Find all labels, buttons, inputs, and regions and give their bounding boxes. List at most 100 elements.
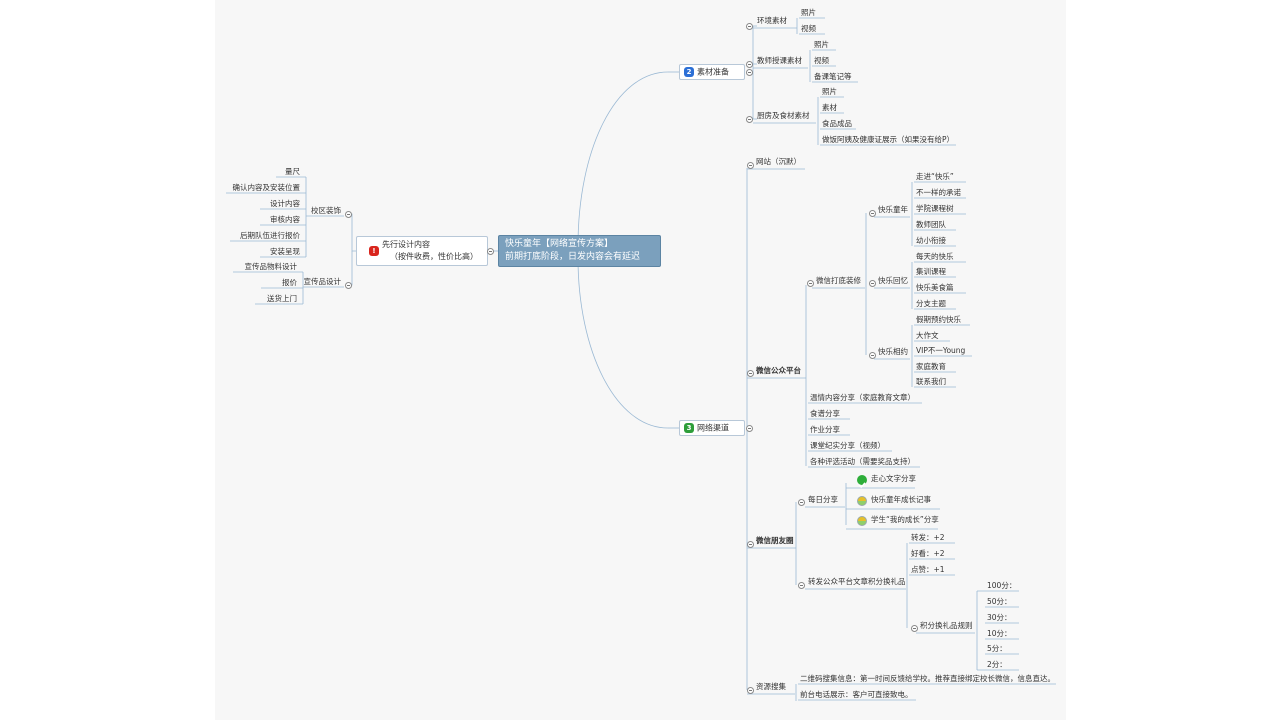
central-topic[interactable]: 快乐童年【网络宣传方案】前期打底阶段，日发内容会有延迟 xyxy=(498,235,661,267)
collapse-toggle-icon[interactable] xyxy=(745,60,753,68)
happy-childhood-item[interactable]: 学院课程树 xyxy=(916,204,954,213)
priority-badge-icon: 3 xyxy=(684,423,694,433)
gift-rule-item[interactable]: 50分： xyxy=(987,597,1012,606)
happy-meet-item[interactable]: 假期预约快乐 xyxy=(916,315,961,324)
teacher-item[interactable]: 照片 xyxy=(814,40,829,49)
collapse-toggle-icon[interactable] xyxy=(746,369,754,377)
env-item[interactable]: 照片 xyxy=(801,8,816,17)
teacher-item[interactable]: 备课笔记等 xyxy=(814,72,852,81)
check-icon xyxy=(857,475,867,489)
priority-badge-icon: 2 xyxy=(684,67,694,77)
central-subtitle: 前期打底阶段，日发内容会有延迟 xyxy=(505,252,641,262)
score-item[interactable]: 点赞：+1 xyxy=(911,565,945,574)
kitchen-item[interactable]: 照片 xyxy=(822,87,837,96)
left-main-subtitle: （按件收费，性价比高） xyxy=(390,252,478,261)
gift-rule-item[interactable]: 30分： xyxy=(987,613,1012,622)
collapse-toggle-icon[interactable] xyxy=(746,540,754,548)
forward-points-node[interactable]: 转发公众平台文章积分换礼品 xyxy=(808,577,906,586)
mindmap-canvas xyxy=(215,0,1066,720)
resource-item[interactable]: 前台电话展示：客户可直接致电。 xyxy=(800,690,913,699)
kitchen-materials-node[interactable]: 厨房及食材素材 xyxy=(757,111,810,120)
campus-item[interactable]: 设计内容 xyxy=(270,199,300,208)
teacher-materials-node[interactable]: 教师授课素材 xyxy=(757,56,802,65)
campus-item[interactable]: 确认内容及安装位置 xyxy=(232,183,301,192)
collapse-toggle-icon[interactable] xyxy=(745,68,753,76)
happy-childhood-item[interactable]: 走进“快乐” xyxy=(916,172,954,181)
daily-share-node[interactable]: 每日分享 xyxy=(808,495,838,504)
collapse-toggle-icon[interactable] xyxy=(344,210,352,218)
campus-item[interactable]: 后期队伍进行报价 xyxy=(240,231,300,240)
collapse-toggle-icon[interactable] xyxy=(797,581,805,589)
wechat-content-item[interactable]: 作业分享 xyxy=(810,425,840,434)
gift-rule-item[interactable]: 5分： xyxy=(987,644,1007,653)
wechat-official-node[interactable]: 微信公众平台 xyxy=(756,366,801,375)
daily-share-item[interactable]: 走心文字分享 xyxy=(871,474,916,483)
promo-item[interactable]: 宣传品物料设计 xyxy=(244,262,298,271)
resource-collection-node[interactable]: 资源搜集 xyxy=(756,682,786,691)
gift-rules-node[interactable]: 积分换礼品规则 xyxy=(920,621,973,630)
collapse-toggle-icon[interactable] xyxy=(806,279,814,287)
wechat-build-node[interactable]: 微信打底装修 xyxy=(816,276,861,285)
happy-childhood-item[interactable]: 不一样的承诺 xyxy=(916,188,961,197)
website-node[interactable]: 网站（沉默） xyxy=(756,157,801,166)
collapse-toggle-icon[interactable] xyxy=(868,351,876,359)
happy-memory-item[interactable]: 每天的快乐 xyxy=(916,252,954,261)
happy-memory-item[interactable]: 分支主题 xyxy=(916,299,946,308)
left-main-title: 先行设计内容 xyxy=(382,240,430,249)
half-progress-icon xyxy=(857,496,867,506)
wechat-content-item[interactable]: 各种评选活动（需要奖品支持） xyxy=(810,457,915,466)
happy-meet-item[interactable]: VIP不一Young xyxy=(916,346,966,355)
gift-rule-item[interactable]: 100分： xyxy=(987,581,1017,590)
campus-decoration-node[interactable]: 校区装饰 xyxy=(311,206,341,215)
collapse-toggle-icon[interactable] xyxy=(745,424,753,432)
collapse-toggle-icon[interactable] xyxy=(868,209,876,217)
collapse-toggle-icon[interactable] xyxy=(486,247,494,255)
env-materials-node[interactable]: 环境素材 xyxy=(757,16,787,25)
daily-share-item[interactable]: 学生“我的成长”分享 xyxy=(871,515,939,524)
collapse-toggle-icon[interactable] xyxy=(797,498,805,506)
happy-meet-item[interactable]: 家庭教育 xyxy=(916,362,946,371)
happy-meet-node[interactable]: 快乐相约 xyxy=(878,347,908,356)
teacher-item[interactable]: 视频 xyxy=(814,56,829,65)
priority-1-icon: ! xyxy=(369,246,379,256)
promo-item[interactable]: 报价 xyxy=(282,278,297,287)
promo-design-node[interactable]: 宣传品设计 xyxy=(303,277,342,286)
campus-item[interactable]: 量尺 xyxy=(285,167,300,176)
happy-childhood-item[interactable]: 幼小衔接 xyxy=(916,236,946,245)
left-main-topic[interactable]: !先行设计内容 （按件收费，性价比高） xyxy=(356,236,488,266)
happy-meet-item[interactable]: 大作文 xyxy=(916,331,939,340)
collapse-toggle-icon[interactable] xyxy=(745,115,753,123)
gift-rule-item[interactable]: 2分： xyxy=(987,660,1007,669)
wechat-content-item[interactable]: 食谱分享 xyxy=(810,409,840,418)
kitchen-item[interactable]: 做饭阿姨及健康证展示（如果没有给P） xyxy=(822,135,955,144)
happy-memory-node[interactable]: 快乐回忆 xyxy=(878,276,908,285)
wechat-moments-node[interactable]: 微信朋友圈 xyxy=(756,536,794,545)
campus-item[interactable]: 安装呈现 xyxy=(270,247,300,256)
campus-item[interactable]: 审核内容 xyxy=(270,215,300,224)
collapse-toggle-icon[interactable] xyxy=(745,22,753,30)
happy-memory-item[interactable]: 集训课程 xyxy=(916,267,946,276)
kitchen-item[interactable]: 素材 xyxy=(822,103,837,112)
env-item[interactable]: 视频 xyxy=(801,24,816,33)
collapse-toggle-icon[interactable] xyxy=(868,279,876,287)
score-item[interactable]: 转发：+2 xyxy=(911,533,945,542)
collapse-toggle-icon[interactable] xyxy=(746,161,754,169)
happy-childhood-item[interactable]: 教师团队 xyxy=(916,220,946,229)
collapse-toggle-icon[interactable] xyxy=(746,686,754,694)
topic-label: 网络渠道 xyxy=(697,423,729,433)
wechat-content-item[interactable]: 课堂纪实分享（视频） xyxy=(810,441,885,450)
collapse-toggle-icon[interactable] xyxy=(910,624,918,632)
collapse-toggle-icon[interactable] xyxy=(344,281,352,289)
gift-rule-item[interactable]: 10分： xyxy=(987,629,1012,638)
promo-item[interactable]: 送货上门 xyxy=(267,294,297,303)
daily-share-item[interactable]: 快乐童年成长记事 xyxy=(871,495,931,504)
kitchen-item[interactable]: 食品成品 xyxy=(822,119,852,128)
happy-memory-item[interactable]: 快乐美食篇 xyxy=(916,283,954,292)
resource-item[interactable]: 二维码搜集信息：第一时间反馈给学校。推荐直接绑定校长微信，信息直达。 xyxy=(800,674,1055,683)
happy-meet-item[interactable]: 联系我们 xyxy=(916,377,946,386)
happy-childhood-node[interactable]: 快乐童年 xyxy=(878,205,908,214)
wechat-content-item[interactable]: 温情内容分享（家庭教育文章） xyxy=(810,393,915,402)
score-item[interactable]: 好看：+2 xyxy=(911,549,945,558)
